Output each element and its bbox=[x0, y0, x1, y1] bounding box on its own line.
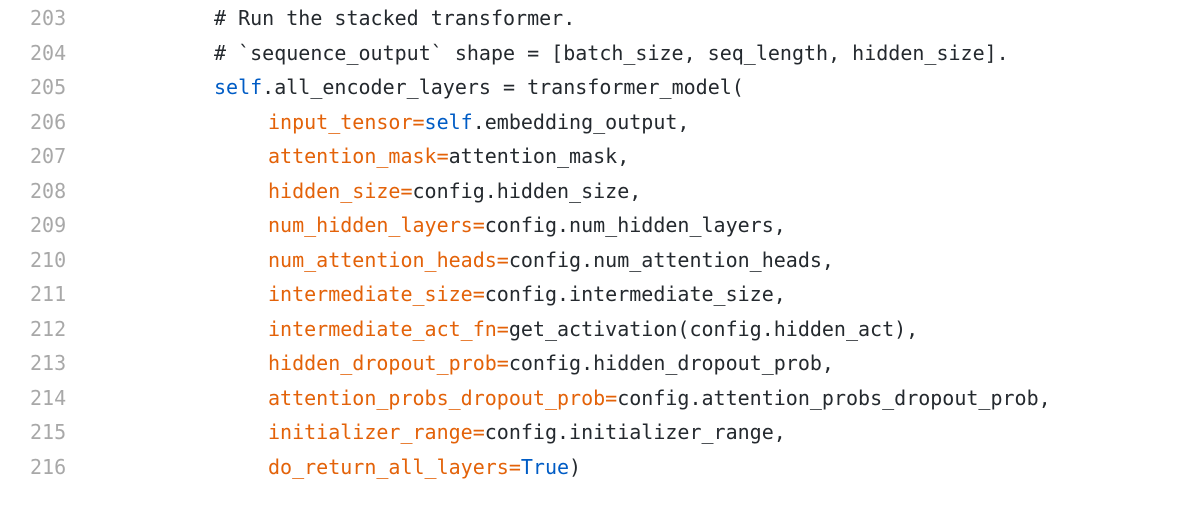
code-token-param: attention_mask bbox=[268, 144, 437, 168]
code-token-param: hidden_size bbox=[268, 178, 401, 203]
code-token-param: = bbox=[472, 213, 485, 237]
code-line: 206 input_tensor=self.embedding_output, bbox=[0, 105, 1200, 139]
code-token-plain: get_activation(config.hidden_act), bbox=[508, 316, 919, 341]
code-token-param: = bbox=[508, 454, 521, 479]
code-token-param: num_attention_heads bbox=[268, 247, 497, 272]
line-code: attention_probs_dropout_prob=config.atte… bbox=[268, 381, 1051, 415]
code-token-comment: # `sequence_output` shape = [batch_size,… bbox=[214, 40, 1009, 65]
code-token-param: = bbox=[496, 351, 509, 375]
line-code: input_tensor=self.embedding_output, bbox=[268, 105, 689, 139]
code-line: 212 intermediate_act_fn=get_activation(co… bbox=[0, 312, 1200, 346]
code-token-plain: config.intermediate_size, bbox=[484, 282, 786, 306]
line-code: hidden_dropout_prob=config.hidden_dropou… bbox=[268, 346, 834, 380]
code-line: 211 intermediate_size=config.intermediate… bbox=[0, 277, 1200, 311]
line-code: initializer_range=config.initializer_ran… bbox=[268, 415, 786, 449]
code-token-param: intermediate_size bbox=[268, 282, 473, 306]
line-code: # `sequence_output` shape = [batch_size,… bbox=[214, 36, 1009, 70]
code-token-plain: attention_mask, bbox=[448, 144, 630, 168]
line-number[interactable]: 204 bbox=[30, 40, 67, 65]
code-line: 214 attention_probs_dropout_prob=config.a… bbox=[0, 381, 1200, 415]
line-code: intermediate_act_fn=get_activation(confi… bbox=[268, 312, 918, 346]
line-code: num_hidden_layers=config.num_hidden_laye… bbox=[268, 208, 786, 242]
code-token-param: = bbox=[472, 420, 485, 444]
code-token-plain: config.num_attention_heads, bbox=[508, 247, 834, 272]
line-code: # Run the stacked transformer. bbox=[214, 1, 575, 35]
code-line: 210 num_attention_heads=config.num_attent… bbox=[0, 243, 1200, 277]
line-number[interactable]: 209 bbox=[30, 213, 67, 237]
code-token-plain: ) bbox=[569, 454, 582, 479]
line-code: hidden_size=config.hidden_size, bbox=[268, 174, 641, 208]
line-number[interactable]: 210 bbox=[30, 247, 67, 272]
code-token-param: = bbox=[496, 247, 509, 272]
code-token-param: = bbox=[436, 144, 449, 168]
code-token-param: = bbox=[400, 178, 413, 203]
code-token-comment: # Run the stacked transformer. bbox=[214, 6, 576, 30]
code-line: 208 hidden_size=config.hidden_size, bbox=[0, 174, 1200, 208]
line-number[interactable]: 212 bbox=[30, 316, 67, 341]
code-token-param: do_return_all_layers bbox=[268, 454, 509, 479]
code-line: 215 initializer_range=config.initializer_… bbox=[0, 415, 1200, 449]
code-line: 205 self.all_encoder_layers = transformer… bbox=[0, 70, 1200, 104]
line-number[interactable]: 205 bbox=[30, 75, 67, 99]
code-line: 213 hidden_dropout_prob=config.hidden_dro… bbox=[0, 346, 1200, 380]
code-token-self: self bbox=[214, 75, 263, 99]
code-token-param: = bbox=[472, 282, 485, 306]
line-code: do_return_all_layers=True) bbox=[268, 450, 581, 484]
code-token-plain: config.initializer_range, bbox=[484, 420, 786, 444]
code-line: 207 attention_mask=attention_mask, bbox=[0, 139, 1200, 173]
line-number[interactable]: 213 bbox=[30, 351, 67, 375]
line-code: attention_mask=attention_mask, bbox=[268, 139, 629, 173]
code-line: 216 do_return_all_layers=True) bbox=[0, 450, 1200, 484]
code-token-param: input_tensor bbox=[268, 109, 413, 134]
code-token-const: True bbox=[520, 454, 570, 479]
code-token-self: self bbox=[424, 109, 473, 134]
line-code: intermediate_size=config.intermediate_si… bbox=[268, 277, 786, 311]
line-number[interactable]: 203 bbox=[30, 6, 67, 30]
code-token-plain: .all_encoder_layers = transformer_model( bbox=[262, 75, 744, 99]
code-token-plain: config.num_hidden_layers, bbox=[484, 213, 786, 237]
line-number[interactable]: 214 bbox=[30, 385, 67, 410]
code-token-param: num_hidden_layers bbox=[268, 213, 473, 237]
code-token-param: = bbox=[412, 109, 425, 134]
line-code: num_attention_heads=config.num_attention… bbox=[268, 243, 834, 277]
code-line: 204 # `sequence_output` shape = [batch_si… bbox=[0, 36, 1200, 70]
line-code: self.all_encoder_layers = transformer_mo… bbox=[214, 70, 744, 104]
code-token-param: attention_probs_dropout_prob bbox=[268, 385, 606, 410]
code-token-param: initializer_range bbox=[268, 420, 473, 444]
line-number[interactable]: 207 bbox=[30, 144, 67, 168]
code-token-param: = bbox=[605, 385, 618, 410]
code-token-plain: config.hidden_dropout_prob, bbox=[508, 351, 834, 375]
code-token-plain: .embedding_output, bbox=[472, 109, 690, 134]
line-number[interactable]: 206 bbox=[30, 109, 67, 134]
line-number[interactable]: 208 bbox=[30, 178, 67, 203]
code-token-plain: config.hidden_size, bbox=[412, 178, 642, 203]
line-number[interactable]: 215 bbox=[30, 420, 67, 444]
code-token-param: hidden_dropout_prob bbox=[268, 351, 497, 375]
line-number[interactable]: 211 bbox=[30, 282, 67, 306]
code-token-plain: config.attention_probs_dropout_prob, bbox=[617, 385, 1051, 410]
code-line: 203 # Run the stacked transformer. bbox=[0, 1, 1200, 35]
line-number[interactable]: 216 bbox=[30, 454, 67, 479]
code-token-param: intermediate_act_fn bbox=[268, 316, 497, 341]
code-token-param: = bbox=[496, 316, 509, 341]
code-line: 209 num_hidden_layers=config.num_hidden_l… bbox=[0, 208, 1200, 242]
